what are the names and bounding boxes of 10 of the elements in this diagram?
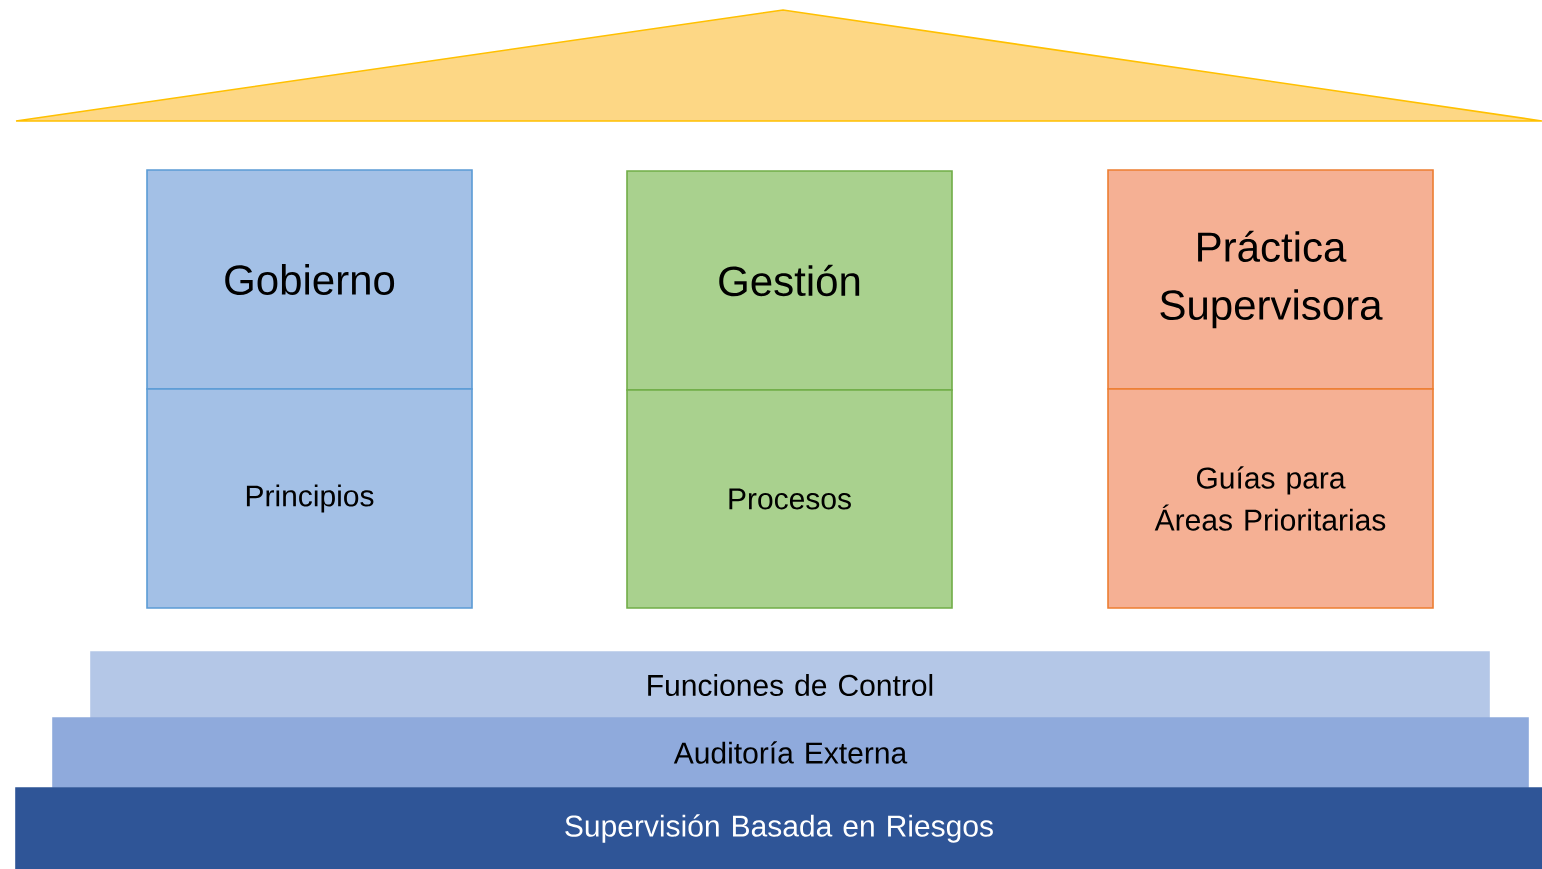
roof-triangle: [15, 9, 1542, 122]
pillar-head-box: Gobierno: [146, 169, 473, 390]
pillar-body-box: Procesos: [626, 389, 953, 609]
base-band: Supervisión Basada en Riesgos: [15, 787, 1542, 869]
pillar-head-box: Práctica Supervisora: [1107, 169, 1434, 390]
base-band: Auditoría Externa: [52, 717, 1529, 788]
pillar-body-box: Principios: [146, 388, 473, 609]
base-band: Funciones de Control: [90, 651, 1490, 719]
pillar-body-box: Guías para Áreas Prioritarias: [1107, 388, 1434, 609]
pillar-head-box: Gestión: [626, 170, 953, 391]
